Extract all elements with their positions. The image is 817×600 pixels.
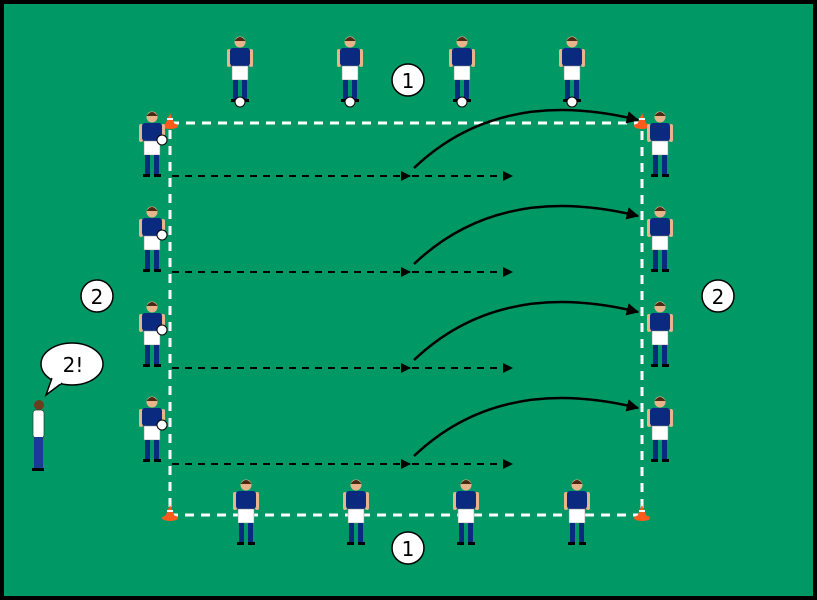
cone-icon [162, 113, 178, 129]
player-bottom-group [564, 479, 590, 545]
group-label-top: 1 [402, 69, 415, 93]
number-badge-bottom: 1 [391, 531, 425, 565]
player-bottom-group [343, 479, 369, 545]
number-badge-right: 2 [701, 279, 735, 313]
cone-icon [162, 505, 178, 521]
group-label-right: 2 [712, 285, 725, 309]
group-label-left: 2 [91, 285, 104, 309]
player-top-group [559, 36, 585, 108]
ball-icon [156, 134, 168, 146]
ball-icon [344, 96, 356, 108]
player-top-group [449, 36, 475, 108]
group-label-bottom: 1 [402, 537, 415, 561]
pass-arrow [413, 300, 640, 361]
ball-icon [234, 96, 246, 108]
coach-call-text: 2! [63, 353, 84, 377]
coach: 2! [32, 342, 104, 471]
ball-icon [566, 96, 578, 108]
player-receiver [647, 206, 673, 272]
number-badge-left: 2 [80, 279, 114, 313]
ball-icon [156, 324, 168, 336]
pass-arrow [413, 204, 640, 265]
cone-icon [634, 113, 650, 129]
player-receiver [647, 301, 673, 367]
speech-bubble: 2! [40, 342, 104, 398]
player-bottom-group [233, 479, 259, 545]
ball-icon [156, 229, 168, 241]
player-top-group [337, 36, 363, 108]
ball-icon [156, 419, 168, 431]
player-passer [139, 111, 165, 177]
cone-icon [634, 505, 650, 521]
player-bottom-group [453, 479, 479, 545]
player-receiver [647, 396, 673, 462]
ball-icon [456, 96, 468, 108]
player-top-group [227, 36, 253, 108]
player-receiver [647, 111, 673, 177]
number-badge-top: 1 [391, 63, 425, 97]
pass-arrow [413, 108, 640, 169]
player-passer [139, 396, 165, 462]
player-passer [139, 206, 165, 272]
pass-arrow [413, 396, 640, 457]
